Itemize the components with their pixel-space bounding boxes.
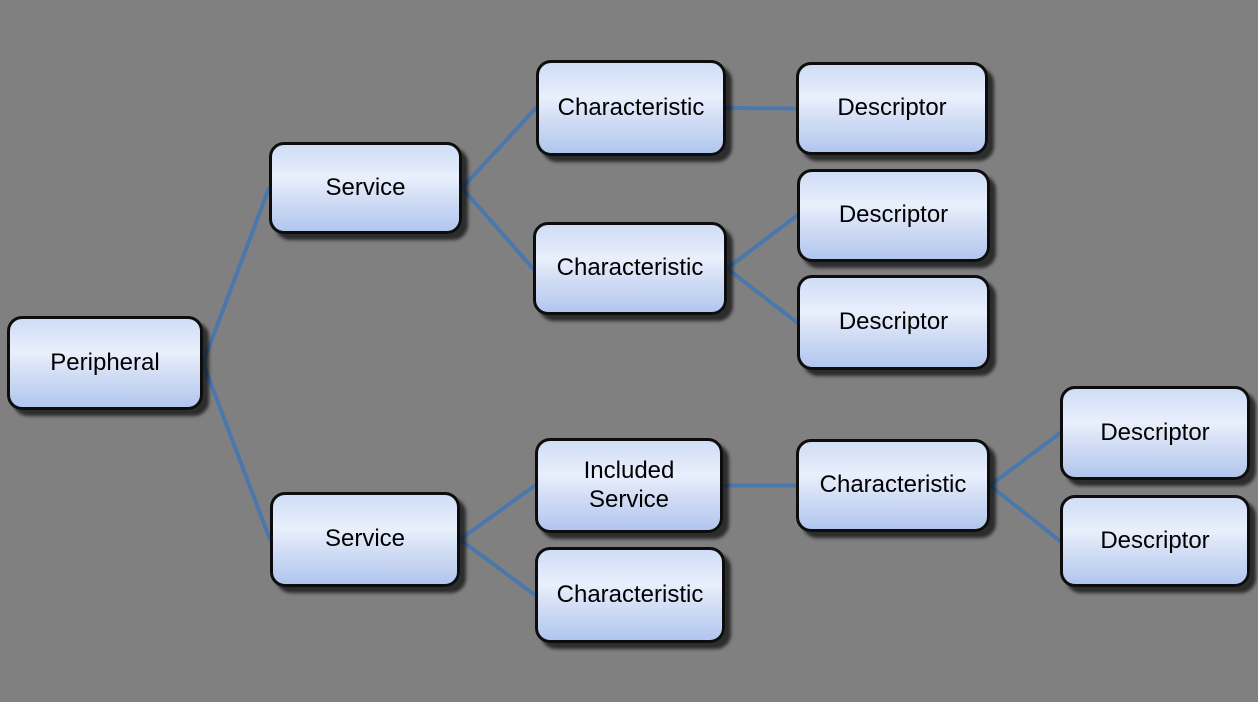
node-label-included-service: Included Service [583, 457, 675, 513]
node-label-descriptor-5: Descriptor [1100, 526, 1210, 554]
node-label-descriptor-2: Descriptor [838, 201, 949, 229]
node-characteristic-4: Characteristic [796, 439, 990, 532]
connector-service-1-characteristic-1 [460, 106, 538, 190]
node-characteristic-3: Characteristic [535, 547, 725, 643]
connector-peripheral-service-1 [201, 186, 271, 365]
node-included-service: Included Service [535, 438, 723, 533]
node-label-peripheral: Peripheral [50, 348, 160, 376]
node-characteristic-1: Characteristic [536, 60, 726, 156]
node-label-descriptor-1: Descriptor [837, 94, 947, 122]
connector-characteristic-1-descriptor-1 [724, 106, 798, 111]
node-descriptor-2: Descriptor [797, 169, 990, 262]
node-descriptor-1: Descriptor [796, 62, 988, 155]
connector-characteristic-4-descriptor-4 [988, 431, 1062, 488]
connector-characteristic-4-descriptor-5 [988, 483, 1062, 543]
node-label-characteristic-3: Characteristic [556, 580, 704, 608]
node-characteristic-2: Characteristic [533, 222, 727, 315]
connector-peripheral-service-2 [201, 361, 272, 542]
connector-service-2-characteristic-3 [458, 537, 537, 597]
node-peripheral: Peripheral [7, 316, 203, 410]
connector-characteristic-2-descriptor-2 [725, 213, 799, 271]
connector-characteristic-2-descriptor-3 [725, 266, 799, 325]
node-label-service-2: Service [324, 525, 406, 553]
node-label-service-1: Service [325, 173, 406, 201]
node-descriptor-4: Descriptor [1060, 386, 1250, 480]
node-label-characteristic-4: Characteristic [819, 471, 967, 499]
node-descriptor-5: Descriptor [1060, 495, 1250, 587]
node-label-descriptor-4: Descriptor [1100, 418, 1210, 446]
node-descriptor-3: Descriptor [797, 275, 990, 370]
connector-service-1-characteristic-2 [460, 186, 535, 271]
connector-service-2-included-service [458, 483, 537, 542]
node-label-characteristic-1: Characteristic [557, 93, 705, 121]
node-service-2: Service [270, 492, 460, 587]
node-service-1: Service [269, 142, 462, 234]
node-label-characteristic-2: Characteristic [556, 254, 704, 282]
node-label-descriptor-3: Descriptor [838, 308, 949, 336]
